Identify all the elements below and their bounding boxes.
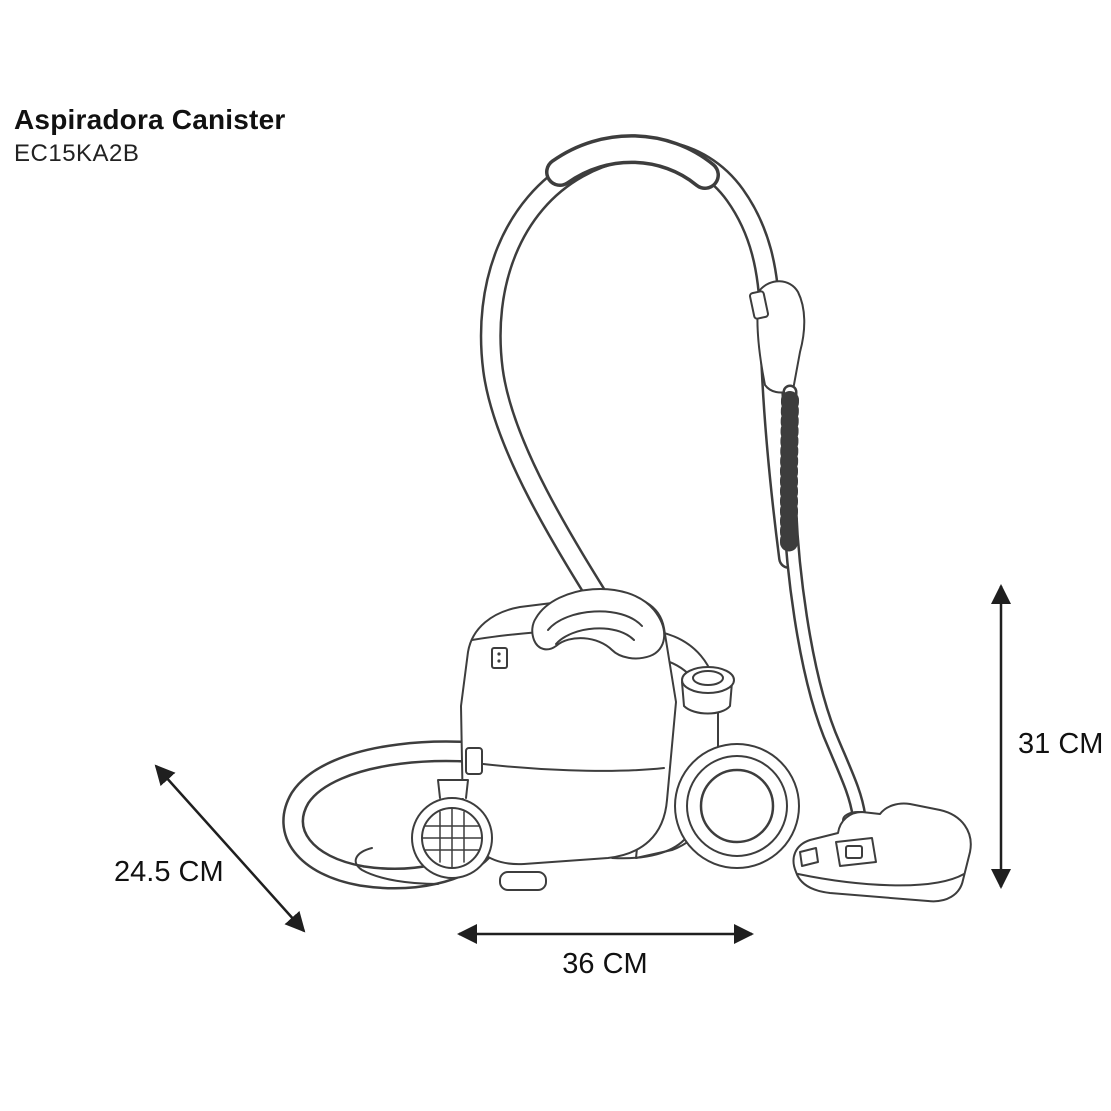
canister-body [460,594,677,866]
depth-dimension-label: 24.5 CM [114,856,224,888]
wand-grip [749,280,806,394]
telescopic-wand [780,384,867,824]
wand-ribbed-section [780,391,799,554]
base-skid [354,839,685,891]
rear-wheel [674,743,800,869]
product-title: Aspiradora Canister [14,104,286,135]
hose-main-loop [479,134,800,676]
dimension-arrows [154,584,1011,944]
depth-dimension-arrow [154,764,306,933]
product-model: EC15KA2B [14,140,140,168]
vacuum-illustration [282,134,972,903]
front-caster-wheel [411,779,493,879]
floor-brush [792,802,972,903]
height-dimension-label: 31 CM [1018,728,1104,760]
carry-handle [531,587,665,660]
title-block: Aspiradora Canister EC15KA2B [14,104,285,168]
width-dimension-label: 36 CM [562,948,648,980]
cyclone-cap [681,666,735,715]
